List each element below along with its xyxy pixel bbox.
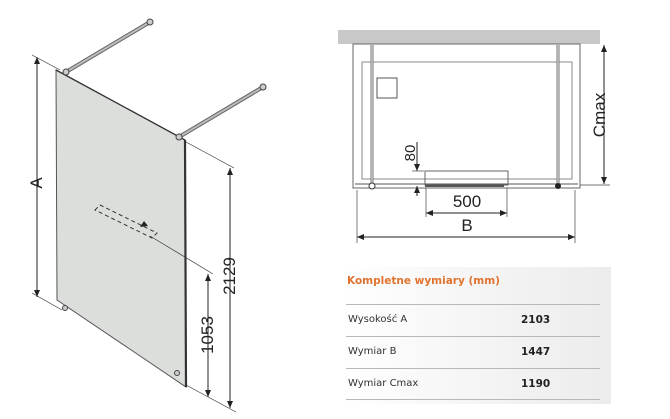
top-view-plan [338,30,610,243]
dimension-label-shelf-offset: 80 [402,145,419,162]
dimension-label-cmax: Cmax [590,92,609,137]
dimension-label-shelf-width: 500 [453,192,481,211]
dimensions-table: Kompletne wymiary (mm) Wysokość A 2103 W… [339,267,611,404]
isometric-panel-view [31,18,267,413]
row-value: 2103 [521,314,551,326]
row-label: Wymiar B [348,346,397,357]
row-value: 1447 [521,346,551,358]
dimension-label-a: A [27,177,46,189]
table-divider [346,399,600,400]
row-label: Wymiar Cmax [348,378,419,389]
dimension-label-shelf-height: 1053 [198,316,217,354]
dimension-label-total-height: 2129 [220,257,239,295]
table-title: Kompletne wymiary (mm) [347,275,500,287]
table-row: Wysokość A 2103 [346,304,600,336]
row-label: Wysokość A [348,314,408,325]
table-row: Wymiar B 1447 [346,336,600,368]
row-value: 1190 [521,378,551,390]
dimension-label-b: B [461,216,472,235]
table-row: Wymiar Cmax 1190 [346,368,600,400]
